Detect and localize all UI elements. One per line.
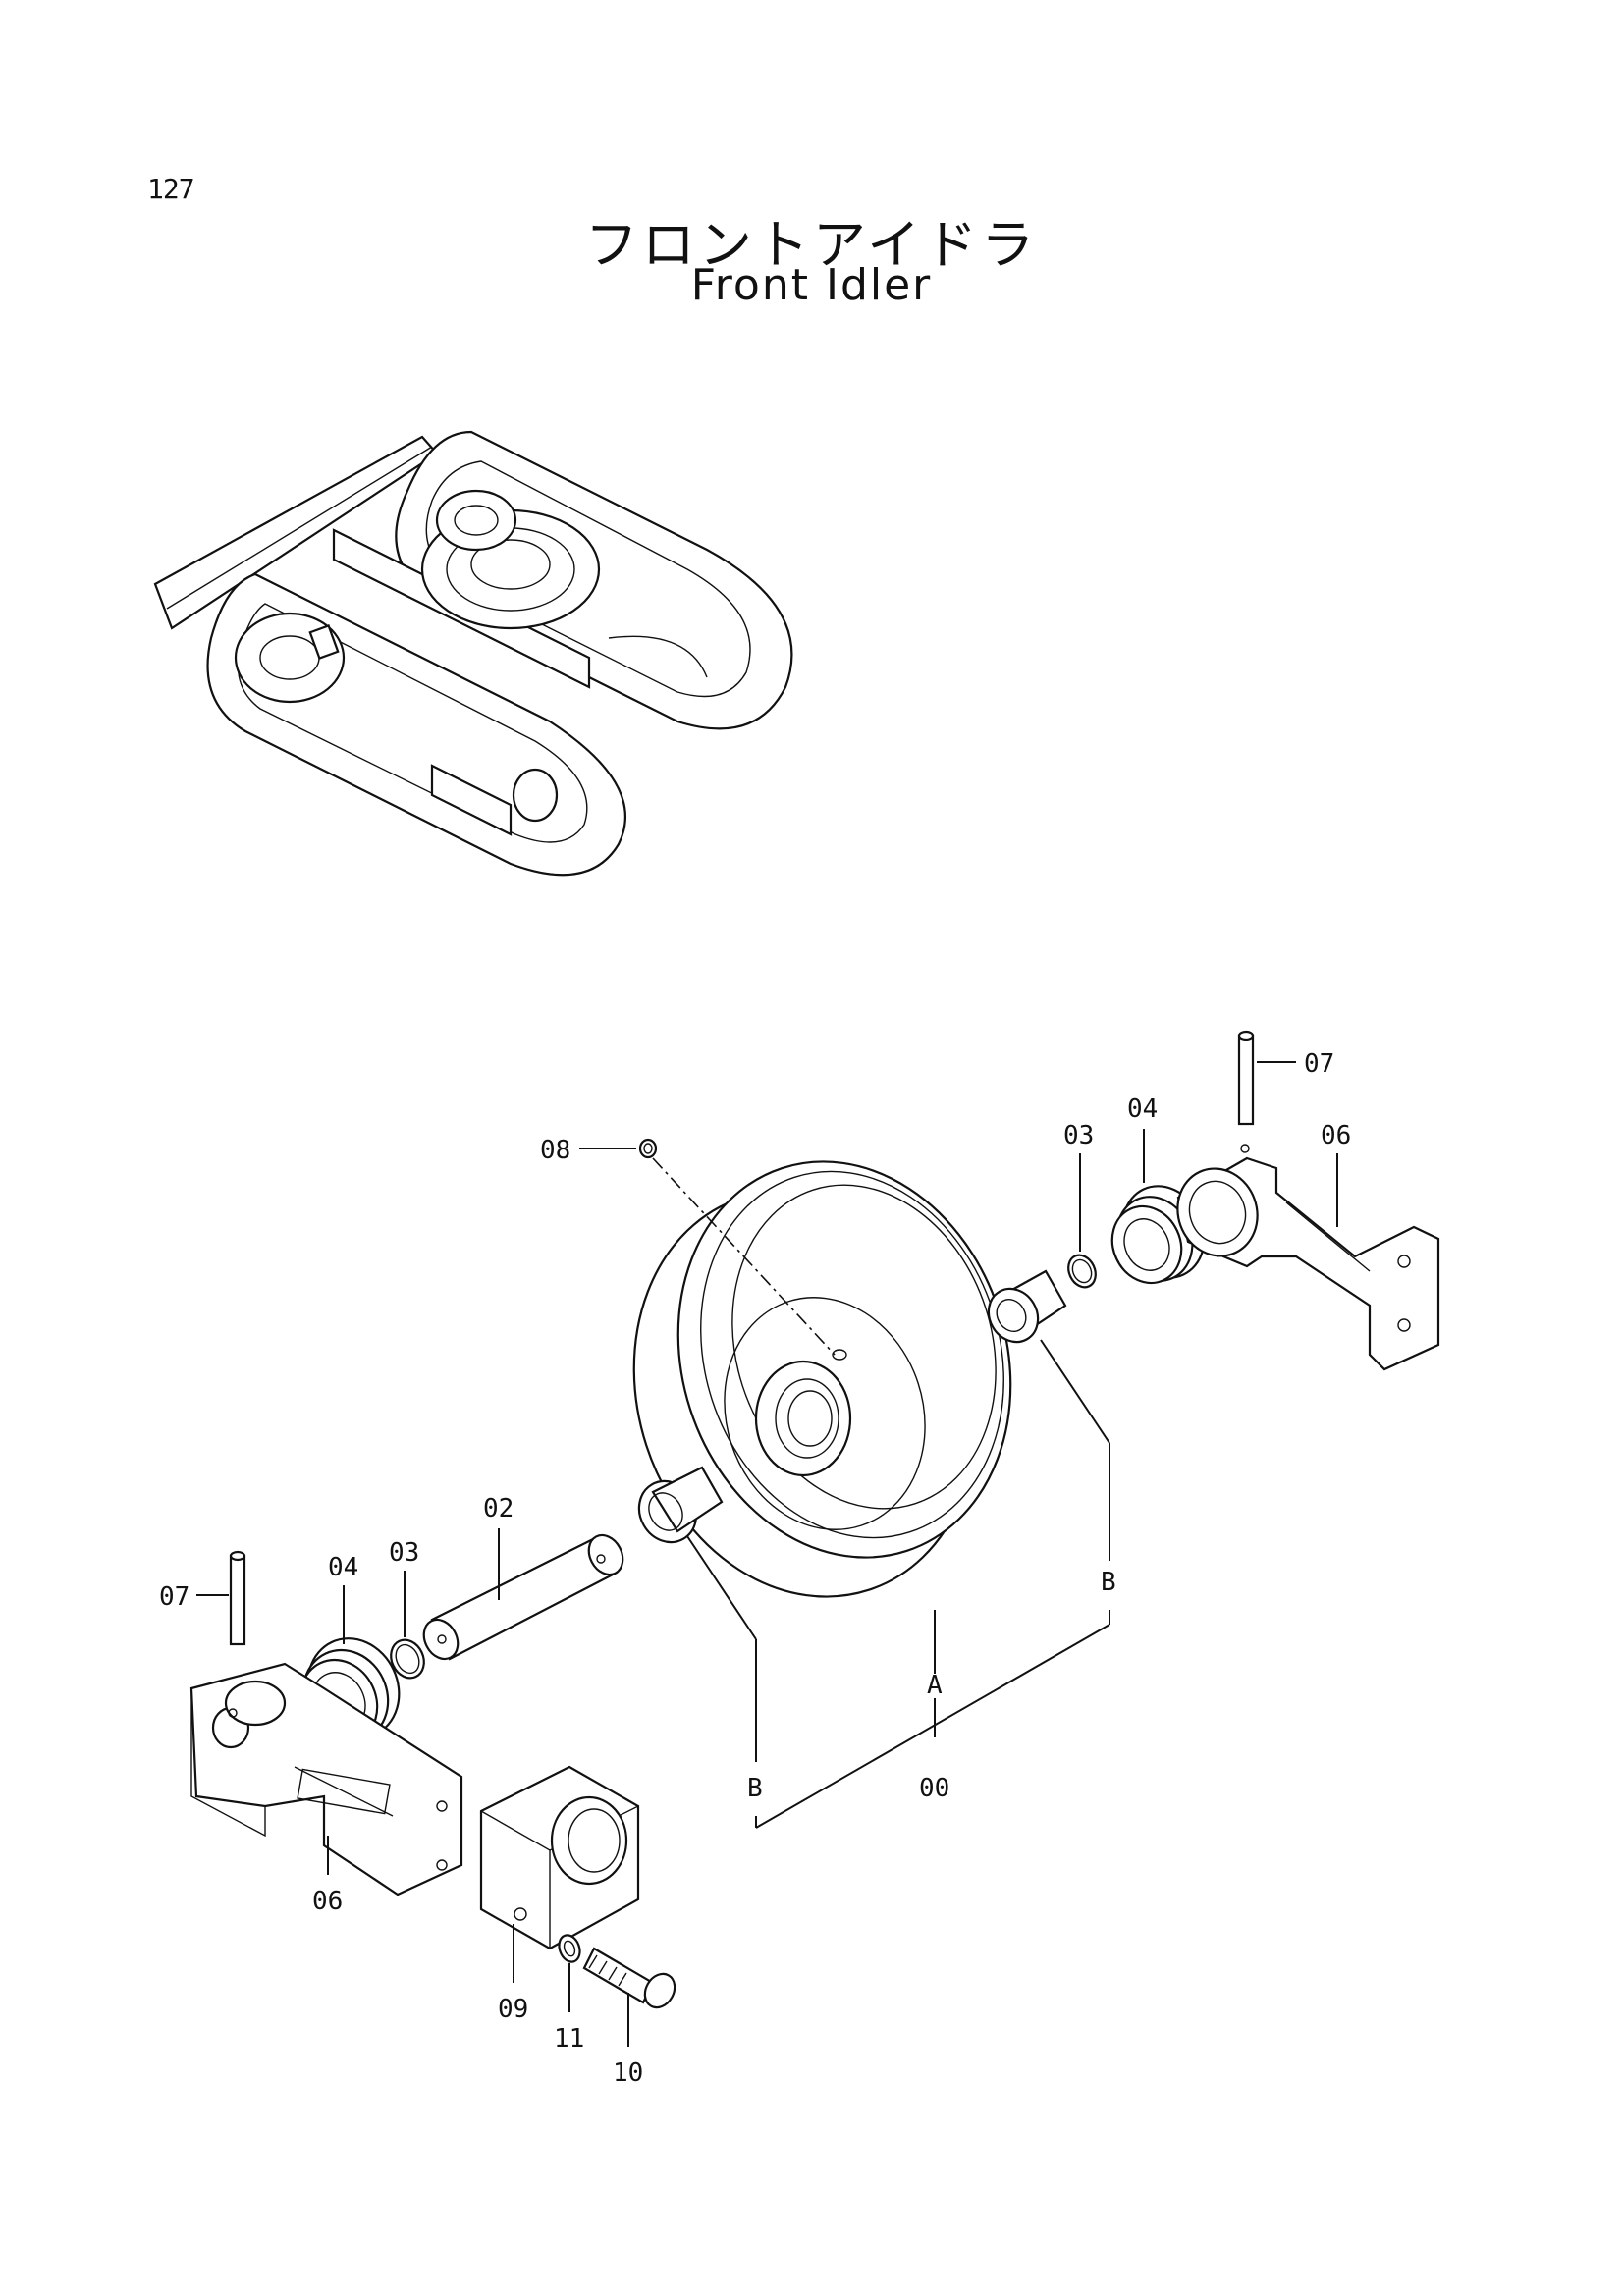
callout-labels: 08 07 04 03 06 02 03 04 07 06 09 11 10 B… (159, 1049, 1351, 2088)
callout-07-left: 07 (159, 1582, 189, 1612)
callout-03-right: 03 (1063, 1121, 1094, 1150)
callout-02: 02 (483, 1494, 514, 1523)
reference-a: A (927, 1671, 943, 1700)
page-title-english: Front Idler (690, 260, 933, 310)
page-number: 127 (147, 173, 195, 205)
bushing-right-drawing (987, 1269, 1067, 1344)
callout-10: 10 (613, 2058, 643, 2088)
o-ring-right-drawing (1067, 1254, 1097, 1289)
reference-b-left: B (747, 1774, 763, 1803)
callout-03-left: 03 (389, 1538, 419, 1568)
callout-11: 11 (554, 2024, 584, 2054)
callout-08: 08 (540, 1136, 570, 1165)
support-right-drawing (1176, 1144, 1440, 1371)
bushing-left-drawing (637, 1466, 724, 1544)
shaft-drawing (422, 1533, 624, 1661)
callout-09: 09 (498, 1995, 528, 2024)
page-title-japanese: フロントアイドラ (584, 214, 1039, 276)
support-left-drawing (189, 1662, 463, 1896)
plug-drawing (638, 1138, 658, 1159)
reference-b-right: B (1101, 1568, 1116, 1597)
leader-lines (196, 1061, 1338, 2047)
pin-right-drawing (1237, 1030, 1255, 1126)
bearing-block-drawing (479, 1765, 640, 1950)
callout-06-left: 06 (312, 1887, 343, 1916)
callout-00: 00 (919, 1774, 949, 1803)
washer-drawing (558, 1934, 581, 1963)
idler-wheel-drawing (632, 1160, 1012, 1598)
floating-seal-right-drawing (1110, 1185, 1206, 1285)
bolt-drawing (582, 1947, 676, 2009)
undercarriage-overview-illustration (153, 430, 793, 877)
callout-04-left: 04 (328, 1553, 358, 1582)
o-ring-left-drawing (390, 1638, 425, 1680)
callout-07-right: 07 (1304, 1049, 1334, 1079)
callout-04-right: 04 (1127, 1095, 1158, 1124)
pin-left-drawing (229, 1550, 246, 1646)
callout-06-right: 06 (1321, 1121, 1351, 1150)
